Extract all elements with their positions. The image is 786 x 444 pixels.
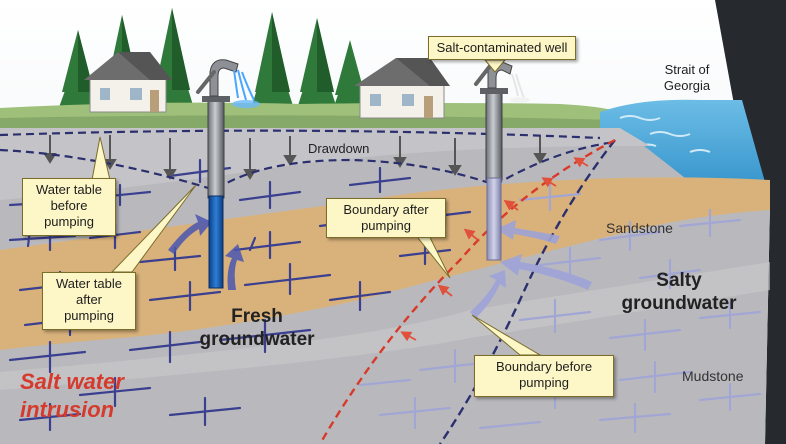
fresh-flow-arrows xyxy=(168,214,244,290)
water-table-after-line1: Water table xyxy=(56,276,122,291)
sandstone-layer xyxy=(0,177,770,350)
strait-label: Strait of Georgia xyxy=(652,62,722,93)
salty-groundwater-label: Salty groundwater xyxy=(604,270,754,316)
water-table-before-line2: before xyxy=(50,197,88,213)
fresh-well xyxy=(196,59,260,289)
intrusion-line1: Salt water xyxy=(20,369,124,394)
boundary-after-line1: Boundary after xyxy=(343,202,429,217)
mudstone-label: Mudstone xyxy=(682,368,744,384)
water-table-before-line3: pumping xyxy=(44,213,94,229)
intrusion-arrows xyxy=(400,157,589,342)
fresh-line1: Fresh xyxy=(231,306,283,327)
water-table-after-line xyxy=(0,140,616,192)
boundary-before-line xyxy=(439,139,616,444)
fractures-salty xyxy=(358,182,762,434)
fresh-groundwater-label: Fresh groundwater xyxy=(190,306,324,352)
salt-water-intrusion-title: Salt water intrusion xyxy=(20,368,124,423)
intrusion-line2: intrusion xyxy=(20,396,115,422)
drawdown-label: Drawdown xyxy=(308,141,370,156)
water-table-before-line1: Water table xyxy=(36,182,102,197)
water-table-before-callout: Water table before pumping xyxy=(22,178,116,236)
fresh-line2: groundwater xyxy=(199,328,315,350)
house-right xyxy=(354,58,450,119)
water-table-after-line2: after xyxy=(75,291,102,307)
strait-label-line2: Georgia xyxy=(663,77,711,93)
boundary-after-line xyxy=(318,138,616,444)
salt-well-callout: Salt-contaminated well xyxy=(428,36,576,60)
water-table-after-callout: Water table after pumping xyxy=(42,272,136,330)
drawdown-arrows xyxy=(43,135,547,180)
boundary-before-line1: Boundary before xyxy=(495,359,593,374)
boundary-after-callout: Boundary after pumping xyxy=(326,198,446,238)
house-left xyxy=(84,52,172,113)
salty-line1: Salty xyxy=(656,270,702,291)
boundary-before-line2: pumping xyxy=(519,374,569,390)
boundary-after-line2: pumping xyxy=(361,217,411,233)
salty-flow-arrows xyxy=(470,220,592,318)
salt-well-label: Salt-contaminated well xyxy=(436,40,568,55)
dark-edge xyxy=(715,0,786,444)
water-table-after-line3: pumping xyxy=(64,307,114,323)
water-table-before-line xyxy=(0,129,601,140)
boundary-before-callout: Boundary before pumping xyxy=(474,355,614,397)
salty-line2: groundwater xyxy=(621,292,737,314)
strait-label-line1: Strait of xyxy=(664,62,710,77)
sandstone-label: Sandstone xyxy=(606,220,673,236)
sea xyxy=(600,99,770,200)
